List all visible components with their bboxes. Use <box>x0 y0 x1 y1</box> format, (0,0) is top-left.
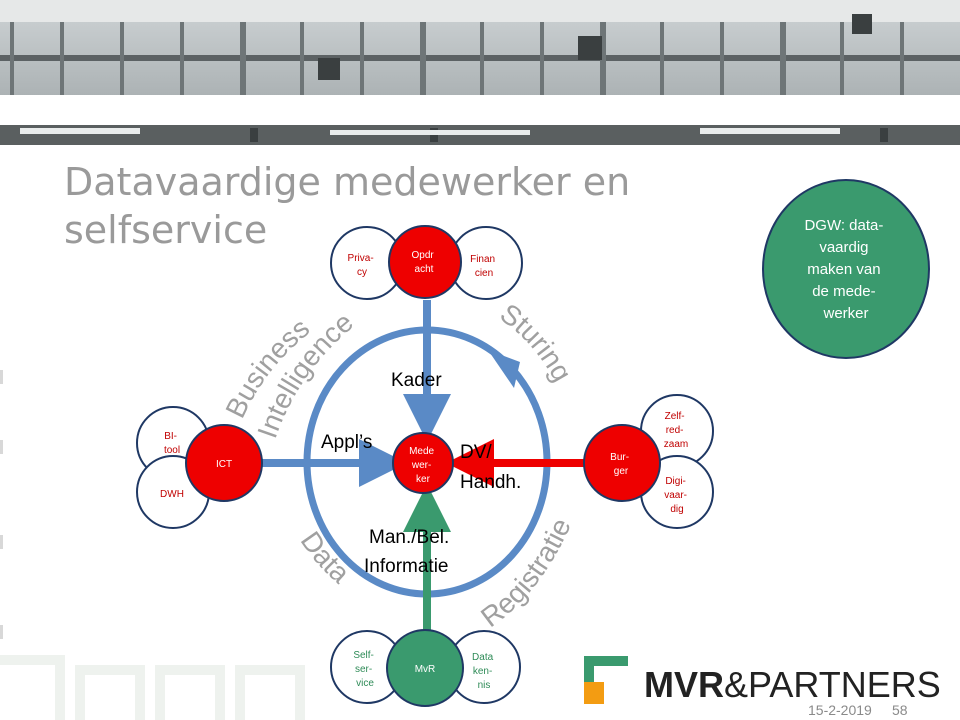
svg-text:BI- tool: BI- tool <box>164 431 180 456</box>
svg-text:DGW: data- vaardig: DGW: data- vaardig maken van de mede- we… <box>804 217 887 322</box>
svg-text:Zelf- red- zaa: Zelf- red- zaam <box>664 411 688 450</box>
bi-tool-line-1: BI- <box>164 431 177 442</box>
node-ict <box>185 424 263 502</box>
logo-mark-orange <box>584 682 604 704</box>
svg-text:Self- ser- vic: Self- ser- vice <box>353 650 376 689</box>
slide-date: 15-2-2019 <box>808 702 872 718</box>
burger-line-1: Bur- <box>610 452 629 463</box>
top-cluster: Priva- cy Finan cien Opdr acht <box>330 225 523 300</box>
mvr-label: MvR <box>415 664 436 675</box>
digivaardig-line-3: dig <box>670 504 683 515</box>
svg-text:Data ken- nis: Data ken- nis <box>472 652 496 691</box>
datakennis-line-1: Data <box>472 652 494 663</box>
selfservice-line-3: vice <box>356 678 374 689</box>
label-informatie: Informatie <box>364 556 448 577</box>
zelfredzaam-line-2: red- <box>666 425 684 436</box>
decorative-pattern <box>0 655 305 720</box>
header-photo <box>0 0 960 145</box>
svg-text:Finan cien: Finan cien <box>470 254 498 279</box>
logo-text-rest: &PARTNERS <box>724 664 941 705</box>
node-mvr <box>386 629 464 707</box>
opdracht-line-2: acht <box>415 264 434 275</box>
sturing-arrow <box>488 350 520 388</box>
dgw-line-1: DGW: data- <box>804 217 883 234</box>
title-line-2: selfservice <box>64 208 268 252</box>
logo-text-bold: MVR <box>644 664 724 705</box>
digivaardig-line-1: Digi- <box>665 476 686 487</box>
left-edge-marks <box>0 370 3 639</box>
zelfredzaam-line-1: Zelf- <box>665 411 685 422</box>
bottom-cluster: Self- ser- vice Data ken- nis MvR <box>330 629 521 707</box>
dwh-label: DWH <box>160 489 184 500</box>
medewerker-line-2: wer- <box>411 460 431 471</box>
svg-text:Priva- cy: Priva- cy <box>348 253 377 278</box>
company-logo: MVR&PARTNERS <box>584 656 941 705</box>
selfservice-line-2: ser- <box>355 664 372 675</box>
zelfredzaam-line-3: zaam <box>664 439 688 450</box>
ict-label: ICT <box>216 459 232 470</box>
label-kader: Kader <box>391 370 442 391</box>
privacy-line-1: Priva- <box>348 253 374 264</box>
label-dv: DV/ <box>460 442 492 463</box>
medewerker-line-1: Mede <box>409 446 434 457</box>
dgw-line-4: de mede- <box>812 283 875 300</box>
selfservice-line-1: Self- <box>353 650 374 661</box>
svg-text:MVR&PARTNERS: MVR&PARTNERS <box>644 664 941 705</box>
slide-title: Datavaardige medewerker en selfservice <box>64 158 704 254</box>
dgw-line-3: maken van <box>807 261 880 278</box>
digivaardig-line-2: vaar- <box>664 490 687 501</box>
svg-text:Digi- vaar- di: Digi- vaar- dig <box>664 476 690 515</box>
label-manbel: Man./Bel. <box>369 527 449 548</box>
dgw-callout <box>762 179 930 359</box>
datakennis-line-2: ken- <box>473 666 492 677</box>
node-opdracht <box>388 225 462 299</box>
label-handh: Handh. <box>460 472 521 493</box>
bi-tool-line-2: tool <box>164 445 180 456</box>
dgw-line-5: werker <box>822 305 868 322</box>
svg-text:Bur- ger: Bur- ger <box>610 452 632 477</box>
node-burger <box>583 424 661 502</box>
financien-line-1: Finan <box>470 254 495 265</box>
financien-line-2: cien <box>475 268 493 279</box>
svg-text:Mede wer- ker: Mede wer- ker <box>409 446 437 485</box>
label-appls: Appl’s <box>321 432 372 453</box>
right-cluster: Zelf- red- zaam Digi- vaar- dig Bur- ger <box>583 394 714 529</box>
slide-page-number: 58 <box>892 702 908 718</box>
svg-text:Opdr acht: Opdr acht <box>411 250 436 275</box>
title-line-1: Datavaardige medewerker en <box>64 160 631 204</box>
dgw-line-2: vaardig <box>819 239 868 256</box>
opdracht-line-1: Opdr <box>411 250 434 261</box>
privacy-line-2: cy <box>357 267 367 278</box>
left-cluster: BI- tool DWH ICT <box>136 406 263 529</box>
node-medewerker <box>392 432 454 494</box>
datakennis-line-3: nis <box>478 680 491 691</box>
medewerker-line-3: ker <box>416 474 431 485</box>
burger-line-2: ger <box>614 466 629 477</box>
